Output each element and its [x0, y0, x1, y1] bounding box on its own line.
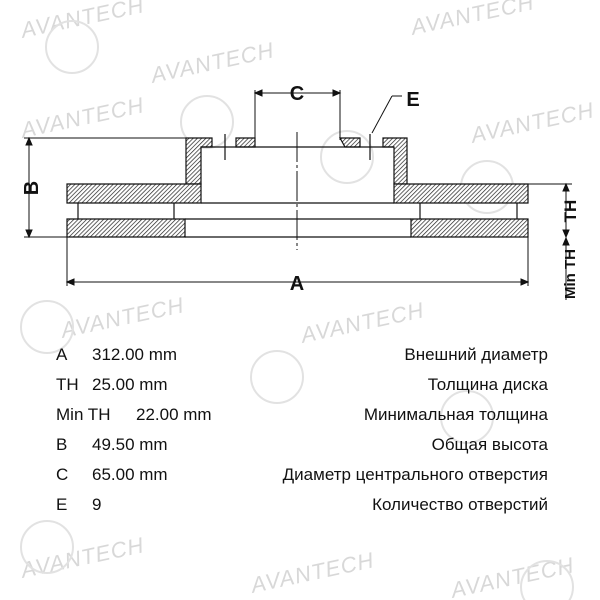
- seal-watermark: [45, 20, 99, 74]
- spec-key: TH: [56, 375, 79, 394]
- label-c: C: [290, 83, 304, 105]
- label-b: B: [21, 181, 43, 195]
- spec-value: 49.50 mm: [92, 435, 168, 454]
- lower-friction-plate: [410, 218, 529, 238]
- label-th: TH: [561, 200, 580, 223]
- seal-watermark: [320, 130, 374, 184]
- spec-key: B: [56, 435, 68, 454]
- brake-disc-cross-section: C E A B TH Min TH: [21, 83, 580, 300]
- dimension-e-leader: [371, 95, 393, 134]
- seal-watermark: [440, 390, 494, 444]
- spec-value: 25.00 mm: [92, 375, 168, 394]
- spec-description: Минимальная толщина: [363, 405, 548, 424]
- label-min-th: Min TH: [562, 249, 579, 299]
- spec-row-th: TH 25.00 mm Толщина диска: [56, 375, 548, 401]
- seal-watermark: [20, 300, 74, 354]
- spec-description: Диаметр центрального отверстия: [282, 465, 548, 484]
- hat-right: [382, 137, 408, 185]
- spec-key: Min TH: [56, 405, 111, 424]
- spec-value: 22.00 mm: [136, 405, 212, 424]
- spec-value: 65.00 mm: [92, 465, 168, 484]
- label-a: A: [290, 273, 304, 295]
- label-e: E: [406, 89, 419, 111]
- hat-left-flange: [235, 137, 256, 148]
- spec-value: 9: [92, 495, 102, 514]
- spec-row-b: B 49.50 mm Общая высота: [56, 435, 548, 461]
- spec-description: Толщина диска: [427, 375, 548, 394]
- spec-row-e: E 9 Количество отверстий: [56, 495, 548, 521]
- seal-watermark: [20, 520, 74, 574]
- watermark: AVANTECH: [248, 547, 377, 598]
- upper-friction-plate: [393, 183, 529, 204]
- spec-row-a: A 312.00 mm Внешний диаметр: [56, 345, 548, 371]
- spec-row-c: C 65.00 mm Диаметр центрального отверсти…: [56, 465, 548, 491]
- spec-description: Количество отверстий: [372, 495, 548, 514]
- spec-description: Общая высота: [431, 435, 548, 454]
- lower-friction-plate: [66, 218, 186, 238]
- spec-key: E: [56, 495, 68, 514]
- spec-key: A: [56, 345, 68, 364]
- hat-right-flange: [338, 137, 361, 148]
- spec-value: 312.00 mm: [92, 345, 178, 364]
- spec-description: Внешний диаметр: [404, 345, 548, 364]
- spec-key: C: [56, 465, 69, 484]
- hat-left: [185, 137, 213, 185]
- seal-watermark: [180, 95, 234, 149]
- seal-watermark: [250, 350, 304, 404]
- upper-friction-plate: [66, 183, 202, 204]
- seal-watermark: [520, 560, 574, 600]
- spec-row-min-th: Min TH 22.00 mm Минимальная толщина: [56, 405, 548, 431]
